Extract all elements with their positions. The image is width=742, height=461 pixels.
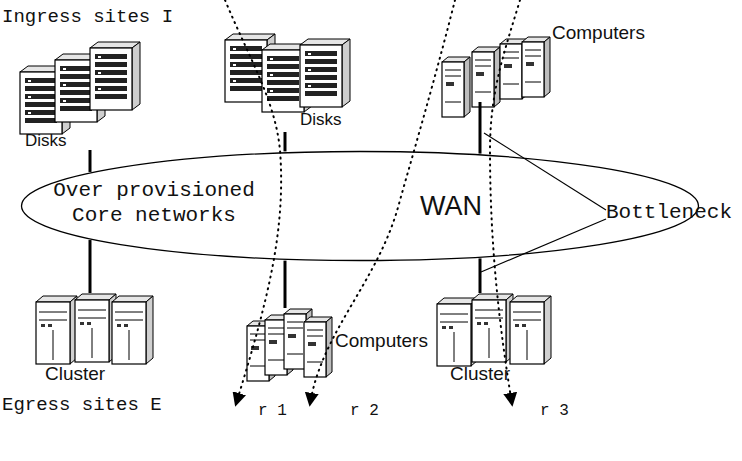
flow-label: r 1 — [258, 402, 287, 421]
site-group-label: Ingress sites I — [2, 6, 173, 29]
compute-site: Computers — [440, 20, 665, 102]
site-label: Disks — [25, 131, 95, 151]
storage-site: Disks — [20, 45, 155, 150]
flow-paths — [225, 0, 520, 404]
access-link — [479, 102, 482, 154]
disk-racks — [225, 34, 350, 112]
access-link — [89, 150, 92, 172]
disk-racks — [20, 42, 140, 134]
site-group-label: Egress sites E — [2, 394, 162, 417]
site-label: Disks — [300, 110, 360, 130]
site-label: Computers — [335, 330, 445, 353]
access-link — [284, 261, 287, 308]
site-label: Cluster — [45, 363, 145, 386]
wan-cloud: Over provisioned Core networks WAN — [20, 150, 700, 262]
access-link — [89, 240, 92, 293]
access-link — [479, 258, 482, 293]
computer-towers — [442, 37, 550, 117]
computer-towers — [247, 309, 332, 381]
flow-label: r 2 — [350, 402, 379, 421]
wan-ellipse-outline — [22, 152, 699, 261]
access-link — [284, 132, 287, 151]
bottleneck-leaders — [481, 133, 606, 272]
cluster-cabinets — [36, 294, 153, 364]
flow-label: r 3 — [540, 402, 569, 421]
site-label: Cluster — [450, 363, 550, 386]
compute-site: Computers — [245, 308, 445, 373]
cluster-cabinets — [437, 294, 551, 366]
cluster-site: Cluster — [35, 293, 160, 388]
site-label: Computers — [552, 22, 664, 45]
network-caption: Over provisioned Core networks — [38, 178, 270, 228]
site-label: WAN — [420, 190, 510, 222]
storage-site: Disks — [220, 32, 360, 132]
bottleneck-label: Bottleneck — [606, 200, 732, 225]
cluster-site: Cluster — [435, 293, 565, 388]
